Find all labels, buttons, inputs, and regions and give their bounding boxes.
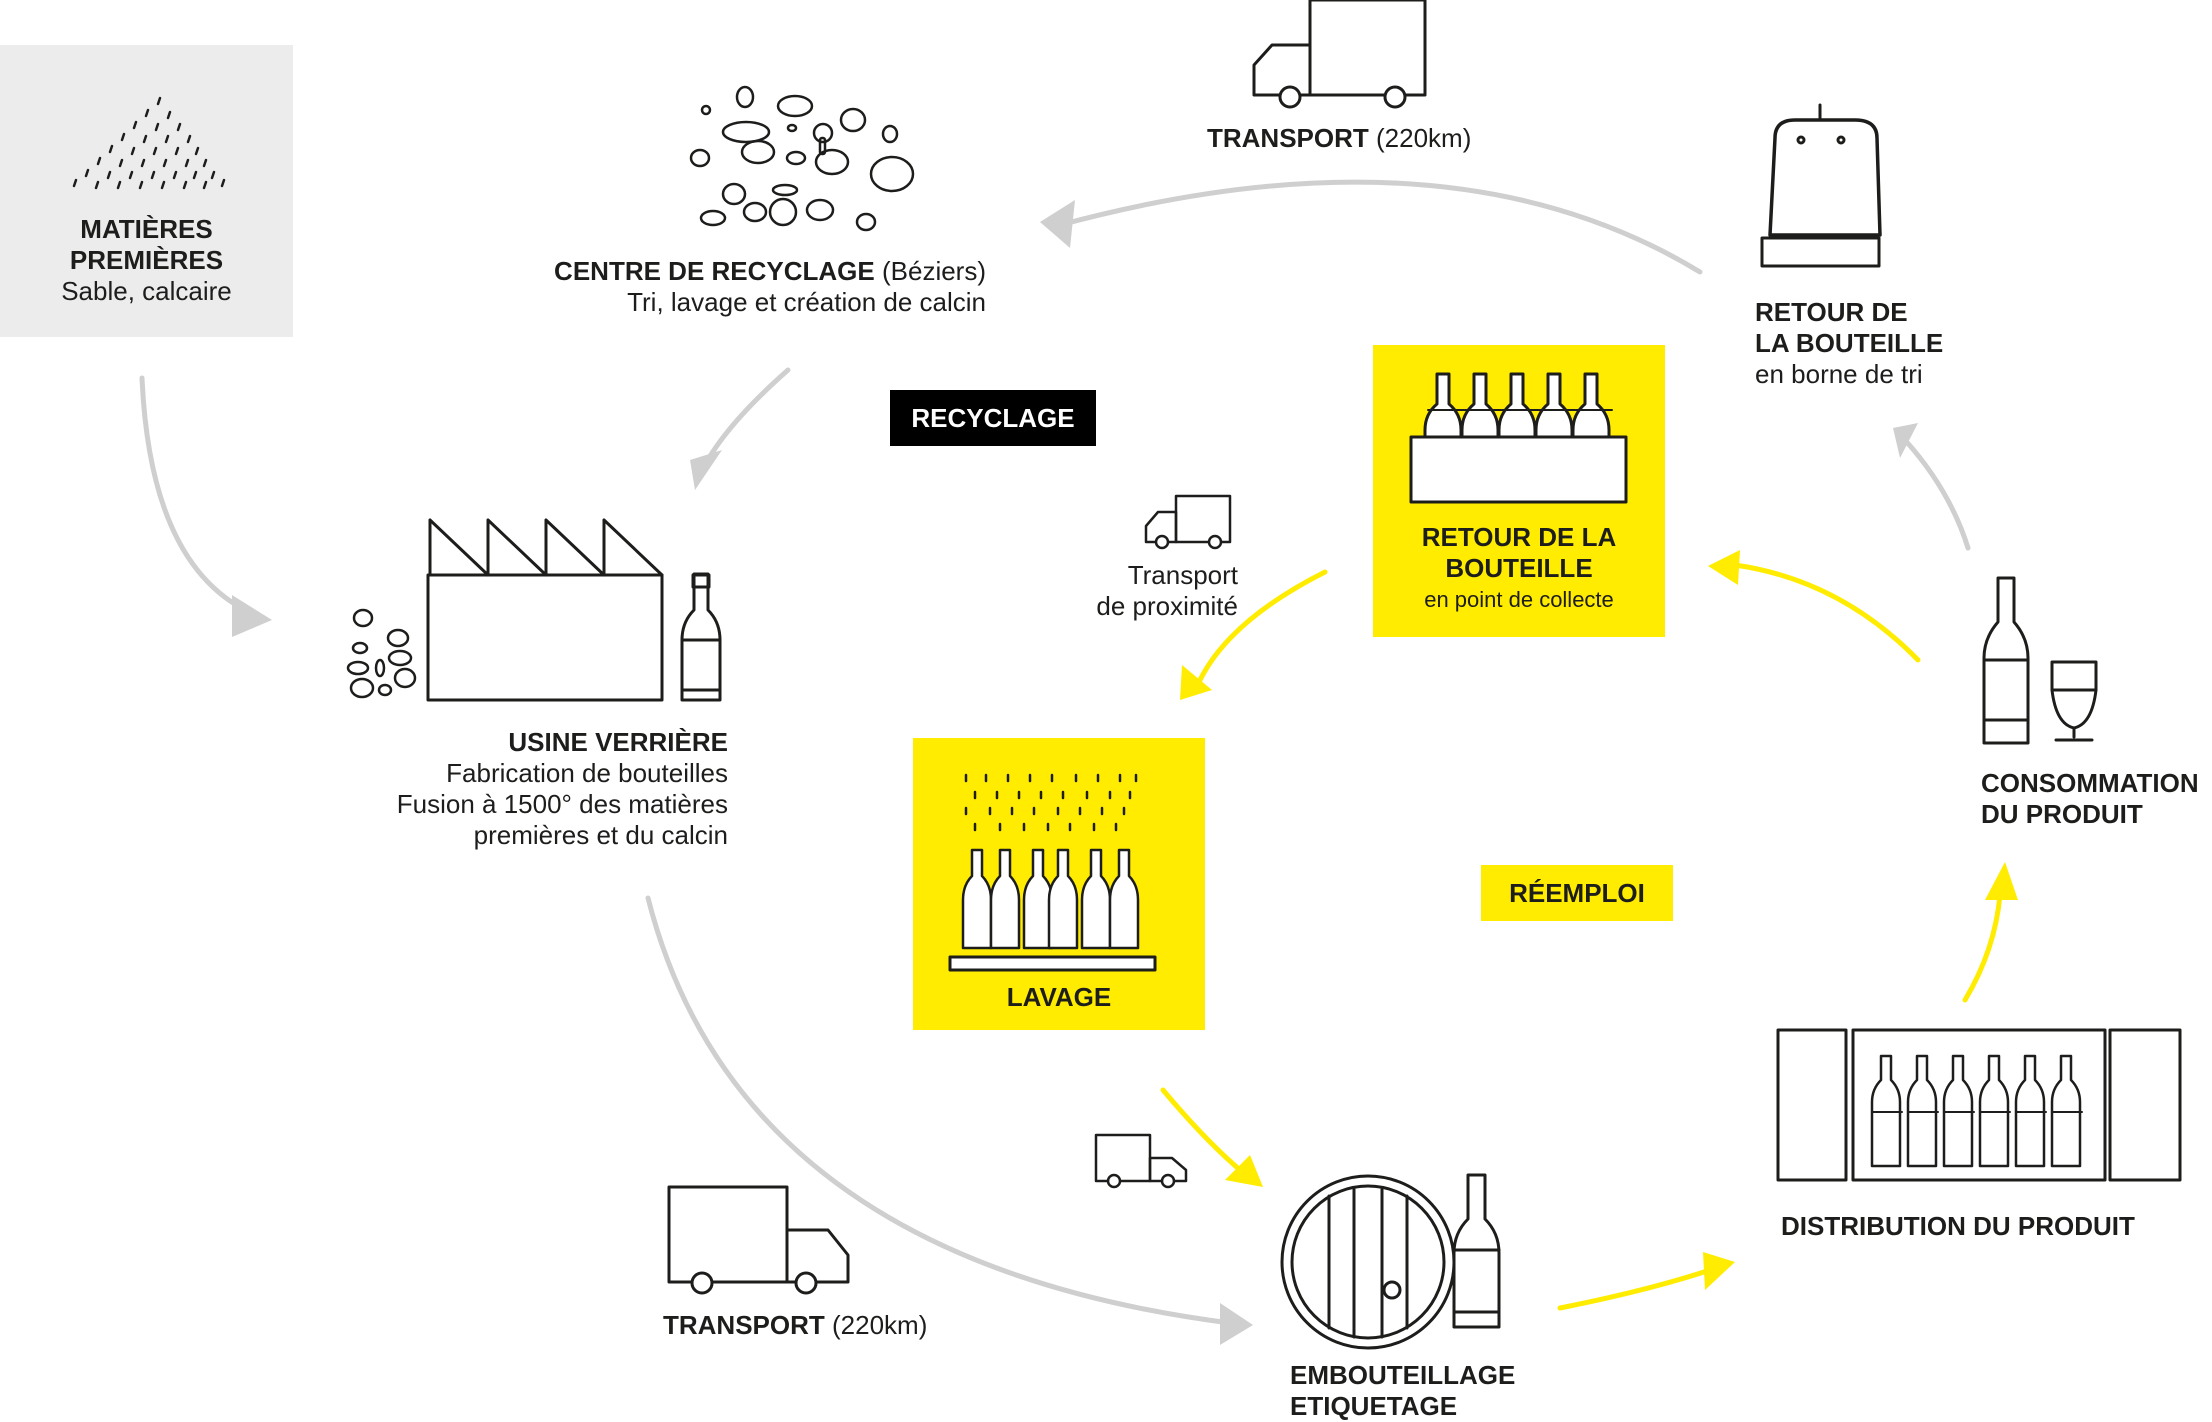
local-transport-label: Transport de proximité	[1000, 560, 1238, 622]
bottle-icon	[1452, 1173, 1501, 1329]
store-shelf-icon	[1776, 1028, 2182, 1182]
recycling-center-city: (Béziers)	[881, 256, 986, 286]
pebbles-icon	[689, 85, 915, 232]
recycling-bin-icon	[1760, 103, 1882, 268]
raw-title-line1: MATIÈRES	[80, 214, 213, 244]
return-bin-title-line1: RETOUR DE	[1755, 297, 1908, 327]
yellow-arrowheads	[1180, 550, 2018, 1290]
grey-arrowheads	[232, 200, 1918, 1345]
recycling-center-label: CENTRE DE RECYCLAGE (Béziers) Tri, lavag…	[480, 256, 986, 318]
recyclage-badge: RECYCLAGE	[911, 402, 1075, 433]
raw-subtitle: Sable, calcaire	[61, 276, 232, 306]
factory-label: USINE VERRIÈRE Fabrication de bouteilles…	[300, 727, 728, 851]
local-transport-line2: de proximité	[1096, 591, 1238, 621]
consumption-label: CONSOMMATION DU PRODUIT	[1981, 768, 2211, 830]
return-collect-title-line2: BOUTEILLE	[1445, 553, 1593, 583]
truck-icon	[1252, 0, 1427, 109]
return-bin-title-line2: LA BOUTEILLE	[1755, 328, 1944, 358]
reemploi-badge-bg	[1481, 865, 1673, 921]
raw-materials-panel	[0, 45, 293, 337]
factory-line3: premières et du calcin	[473, 820, 728, 850]
return-bin-subtitle: en borne de tri	[1755, 359, 1923, 389]
factory-title: USINE VERRIÈRE	[508, 727, 728, 757]
transport-bottom-label: TRANSPORT (220km)	[663, 1310, 963, 1341]
truck-icon	[667, 1185, 850, 1295]
factory-line2: Fusion à 1500° des matières	[396, 789, 728, 819]
transport-bottom-title: TRANSPORT	[663, 1310, 825, 1340]
return-collect-title-line1: RETOUR DE LA	[1421, 522, 1617, 552]
yellow-arrows	[1160, 562, 2003, 1311]
barrel-icon	[1280, 1174, 1456, 1350]
truck-icon	[1144, 494, 1232, 550]
grey-arrows	[139, 179, 1971, 1326]
factory-icon	[426, 518, 664, 702]
recycling-center-title: CENTRE DE RECYCLAGE	[554, 256, 875, 286]
bottling-title-line1: EMBOUTEILLAGE	[1290, 1360, 1516, 1390]
wine-glass-icon	[2050, 660, 2098, 742]
recyclage-badge-bg	[890, 390, 1096, 446]
return-bin-label: RETOUR DE LA BOUTEILLE en borne de tri	[1755, 297, 2015, 390]
washing-title: LAVAGE	[1006, 982, 1112, 1012]
consumption-title-line1: CONSOMMATION	[1981, 768, 2199, 798]
truck-icon	[1094, 1133, 1188, 1189]
return-collect-subtitle: en point de collecte	[1424, 587, 1614, 612]
bottling-title-line2: ETIQUETAGE	[1290, 1391, 1458, 1421]
local-transport-line1: Transport	[1127, 560, 1238, 590]
return-collect-label: RETOUR DE LA BOUTEILLE en point de colle…	[1373, 522, 1665, 615]
transport-top-distance: (220km)	[1376, 123, 1472, 153]
transport-top-title: TRANSPORT	[1207, 123, 1369, 153]
consumption-title-line2: DU PRODUIT	[1981, 799, 2143, 829]
factory-line1: Fabrication de bouteilles	[446, 758, 728, 788]
recycling-center-subtitle: Tri, lavage et création de calcin	[627, 287, 986, 317]
pebbles-icon	[346, 608, 417, 699]
reemploi-badge: RÉEMPLOI	[1509, 877, 1645, 908]
distribution-title: DISTRIBUTION DU PRODUIT	[1781, 1211, 2135, 1241]
sand-pile-icon	[72, 96, 226, 190]
bottle-icon	[680, 572, 722, 702]
crate-bottles-icon	[1409, 372, 1628, 504]
transport-bottom-distance: (220km)	[832, 1310, 928, 1340]
raw-title-line2: PREMIÈRES	[69, 245, 224, 275]
bottling-label: EMBOUTEILLAGE ETIQUETAGE	[1290, 1360, 1610, 1422]
bottle-icon	[1982, 576, 2030, 745]
raw-materials-title: MATIÈRES PREMIÈRES Sable, calcaire	[0, 214, 293, 307]
washing-bottles-icon	[948, 773, 1157, 972]
transport-top-label: TRANSPORT (220km)	[1207, 123, 1507, 154]
